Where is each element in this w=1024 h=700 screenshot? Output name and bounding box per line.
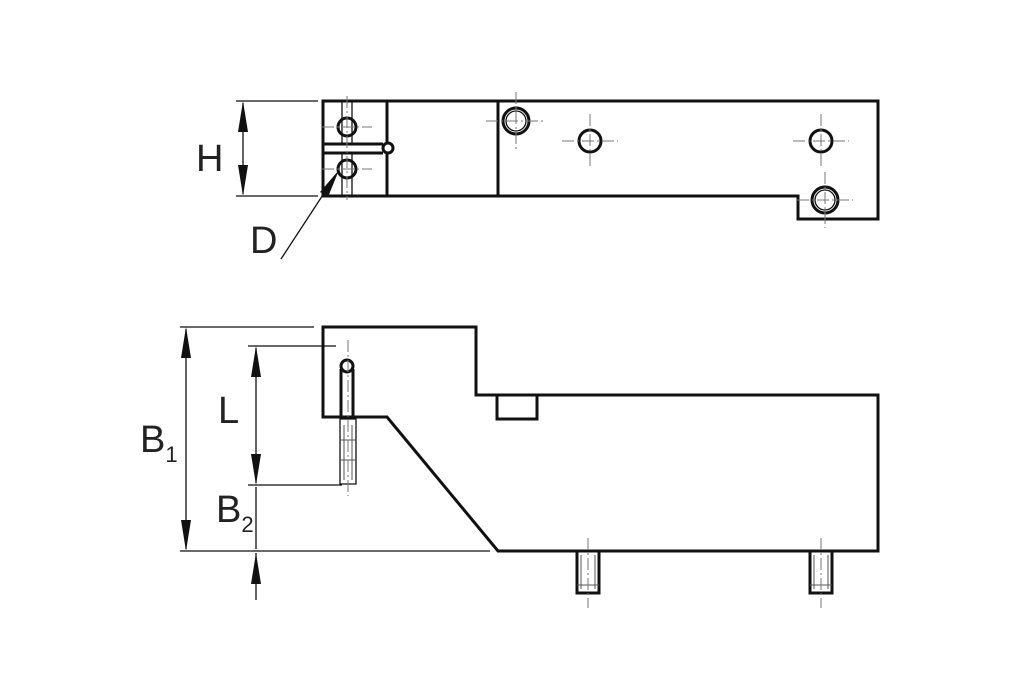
mounting-stud-left: [575, 538, 601, 608]
slot-relief-hole: [381, 141, 395, 155]
clamp-slot: [323, 142, 383, 155]
side-view: B1 L B2: [140, 325, 880, 608]
jaw-screw-centerlines: [322, 96, 372, 200]
step-pad: [495, 395, 539, 421]
side-view-outline: [321, 325, 880, 553]
top-view-outline: [321, 99, 880, 221]
clamp-screw-body: [339, 369, 355, 417]
label-d: D: [250, 220, 277, 262]
screw-channel: [341, 101, 353, 196]
label-b2: B2: [216, 489, 254, 537]
top-view: H D: [196, 92, 880, 262]
label-b1: B1: [140, 419, 178, 467]
label-l: L: [218, 390, 239, 432]
clamp-screw-head: [339, 358, 355, 374]
clamp-screw-thread: [339, 418, 357, 485]
label-h: H: [196, 138, 223, 180]
mounting-stud-right: [808, 538, 834, 608]
